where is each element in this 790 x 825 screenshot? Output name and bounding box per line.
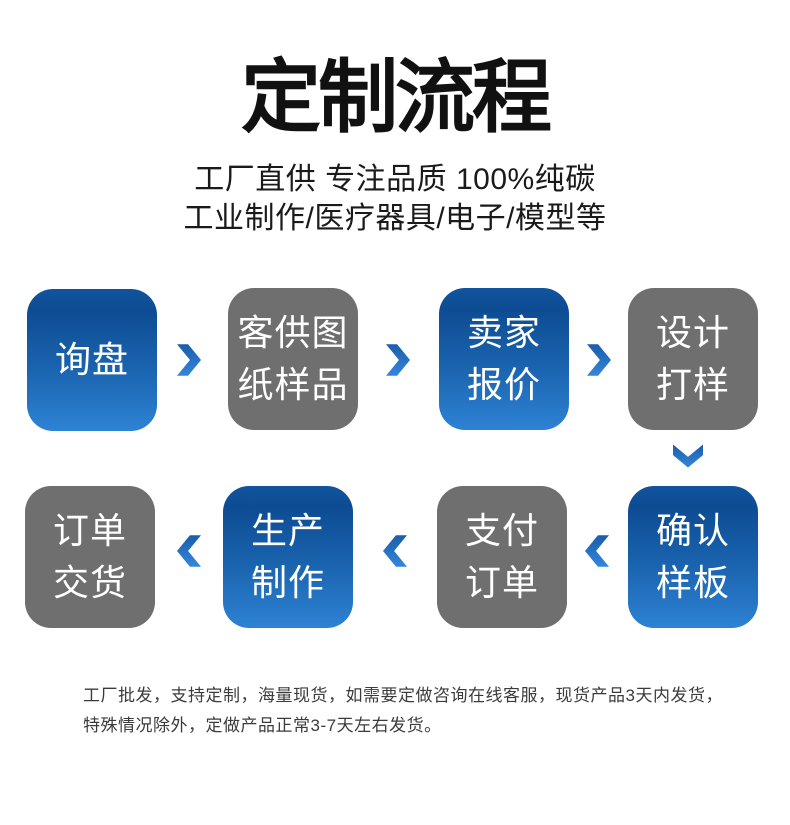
flow-step-label: 设计 <box>655 312 730 353</box>
chevron-left-icon <box>585 535 609 567</box>
flow-step-label: 确认 <box>655 510 730 551</box>
flow-step-customer-drawings-samples: 客供图 纸样品 <box>228 288 358 430</box>
chevron-left-icon <box>177 535 201 567</box>
flow-step-design-proofing: 设计 打样 <box>628 288 758 430</box>
flow-step-label: 生产 <box>250 510 325 551</box>
chevron-right-icon <box>177 344 201 376</box>
subtitle-line-1: 工厂直供 专注品质 100%纯碳 <box>194 163 596 196</box>
shipping-note-line-2: 特殊情况除外，定做产品正常3-7天左右发货。 <box>83 716 442 735</box>
flow-step-label: 支付 <box>464 510 539 551</box>
chevron-down-icon <box>673 443 703 469</box>
chevron-left-icon <box>383 535 407 567</box>
flow-step-production: 生产 制作 <box>223 486 353 628</box>
flow-step-inquiry: 询盘 <box>27 289 157 431</box>
chevron-right-icon <box>587 344 611 376</box>
flow-step-label: 制作 <box>250 562 325 603</box>
flow-step-label: 报价 <box>466 364 541 405</box>
shipping-note-line-1: 工厂批发，支持定制，海量现货，如需要定做咨询在线客服，现货产品3天内发货， <box>83 686 723 705</box>
flow-step-label: 询盘 <box>54 339 129 380</box>
flow-step-label: 样板 <box>655 562 730 603</box>
flow-step-seller-quotation: 卖家 报价 <box>439 288 569 430</box>
subtitle-line-2: 工业制作/医疗器具/电子/模型等 <box>183 202 607 235</box>
flow-step-confirm-sample: 确认 样板 <box>628 486 758 628</box>
page-title: 定制流程 <box>241 53 552 142</box>
shipping-note: 工厂批发，支持定制，海量现货，如需要定做咨询在线客服，现货产品3天内发货， 特殊… <box>83 681 723 741</box>
flow-step-label: 纸样品 <box>237 364 349 405</box>
page-subtitle: 工厂直供 专注品质 100%纯碳 工业制作/医疗器具/电子/模型等 <box>0 160 790 238</box>
chevron-right-icon <box>386 344 410 376</box>
flow-step-label: 打样 <box>655 364 730 405</box>
flow-step-label: 订单 <box>464 562 539 603</box>
flow-step-label: 订单 <box>52 510 127 551</box>
flow-step-order-delivery: 订单 交货 <box>25 486 155 628</box>
flow-step-label: 交货 <box>52 562 127 603</box>
flow-step-label: 客供图 <box>237 312 349 353</box>
flow-step-label: 卖家 <box>466 312 541 353</box>
flow-step-pay-order: 支付 订单 <box>437 486 567 628</box>
